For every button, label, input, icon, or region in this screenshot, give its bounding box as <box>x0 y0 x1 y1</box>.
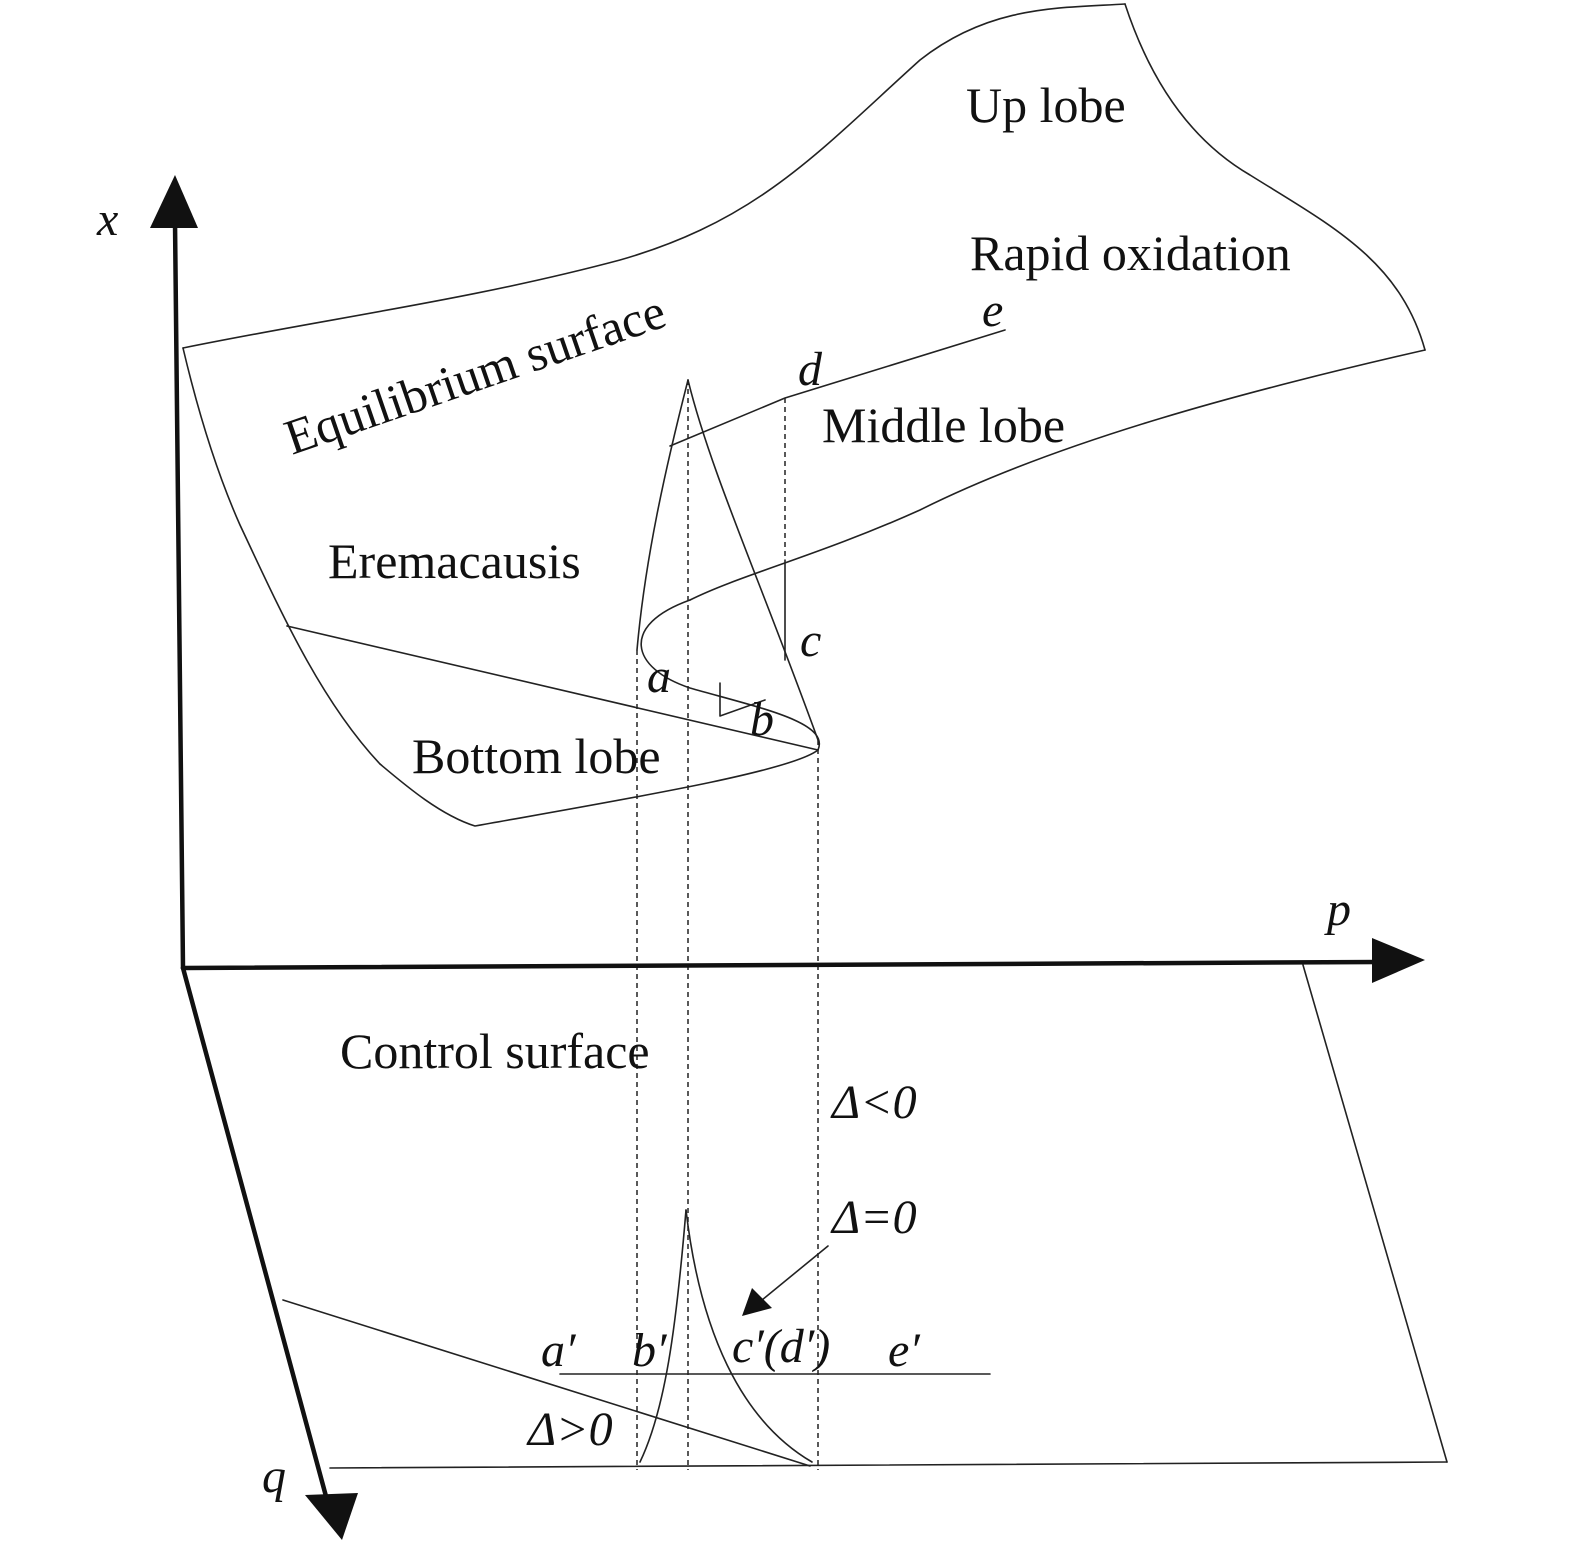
fold-curl <box>640 599 821 751</box>
equilibrium-surface-top-edge <box>182 3 1126 349</box>
delta-greater-label: Δ>0 <box>526 1403 613 1456</box>
projection-lines <box>636 380 819 1470</box>
bottom-sheet-lower-edge <box>379 749 819 827</box>
control-surface-bottom-edge <box>329 1461 1448 1469</box>
upper-sheet-front-edge <box>689 349 1426 601</box>
p-axis-arrowhead <box>1372 938 1425 983</box>
control-cusp-left <box>639 1209 687 1463</box>
point-b-label: b <box>750 693 774 746</box>
point-a-label: a <box>647 650 671 703</box>
middle-lobe-label: Middle lobe <box>822 397 1065 453</box>
q-axis-arrowhead <box>305 1493 358 1540</box>
bottom-lobe-label: Bottom lobe <box>412 728 661 784</box>
axes <box>150 175 1425 1540</box>
equilibrium-surface <box>182 3 1426 827</box>
control-surface-right-edge <box>1302 964 1448 1463</box>
p-axis-line <box>180 959 1383 971</box>
cusp-curve-left <box>636 379 689 651</box>
ab-small-tick <box>719 682 766 717</box>
q-axis-line <box>180 965 330 1503</box>
point-e-label: e <box>982 284 1003 337</box>
equilibrium-surface-left-edge <box>182 347 381 765</box>
point-a-prime-label: a′ <box>541 1324 577 1377</box>
point-e-prime-label: e′ <box>888 1324 921 1377</box>
bottom-lobe-inner-line <box>286 625 819 751</box>
control-cusp-right <box>685 1209 813 1463</box>
equilibrium-surface-label: Equilibrium surface <box>277 283 672 466</box>
rapid-oxidation-label: Rapid oxidation <box>970 225 1291 281</box>
delta-equal-label: Δ=0 <box>830 1191 917 1244</box>
equilibrium-surface-right-edge <box>1124 3 1426 351</box>
x-axis-label: x <box>96 193 118 246</box>
up-lobe-label: Up lobe <box>966 77 1126 133</box>
delta-zero-arrow-line <box>761 1245 829 1301</box>
x-axis-line <box>172 219 186 971</box>
labels: x p q Up lobe Rapid oxidation Equilibriu… <box>96 77 1351 1503</box>
delta-less-label: Δ<0 <box>830 1076 917 1129</box>
cusp-curve-right <box>687 379 819 741</box>
delta-zero-arrowhead <box>742 1288 772 1316</box>
control-surface-label: Control surface <box>340 1023 650 1079</box>
point-b-prime-label: b′ <box>632 1324 668 1377</box>
p-axis-label: p <box>1324 883 1351 936</box>
point-c-d-prime-label: c′(d′) <box>732 1320 830 1373</box>
q-axis-label: q <box>262 1450 286 1503</box>
control-surface <box>282 964 1448 1469</box>
x-axis-arrowhead <box>150 175 198 228</box>
eremacausis-label: Eremacausis <box>328 533 581 589</box>
point-d-label: d <box>798 343 823 396</box>
point-c-label: c <box>800 614 821 667</box>
control-surface-diagonal <box>282 1299 811 1467</box>
